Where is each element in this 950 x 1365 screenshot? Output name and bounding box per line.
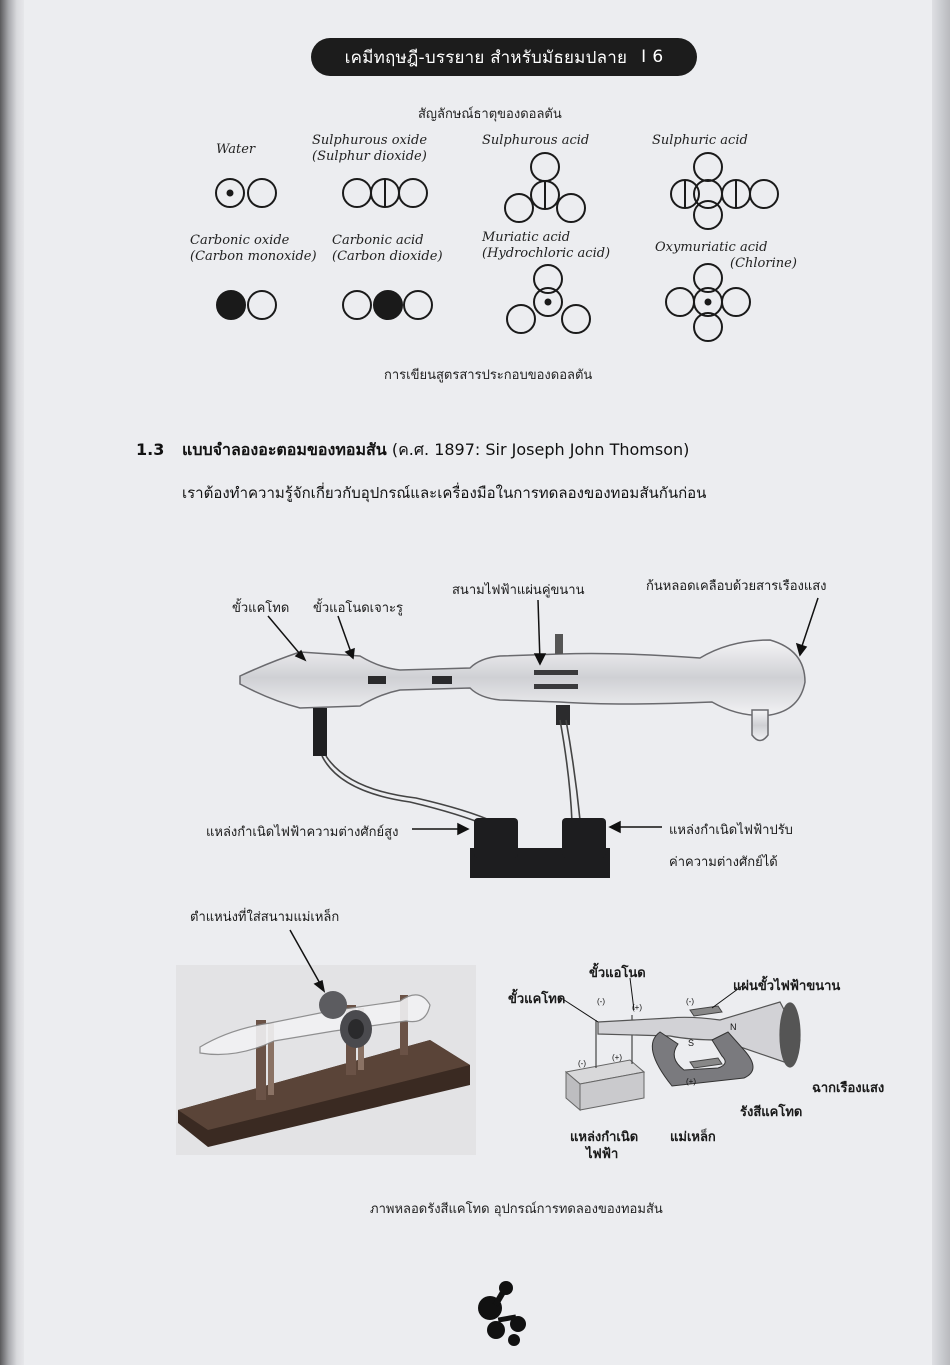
diagram-label-anode: ขั้วแอโนด	[589, 966, 646, 981]
section-subtitle: (ค.ศ. 1897: Sir Joseph John Thomson)	[391, 440, 690, 459]
dalton-caption-bottom: การเขียนสูตรสารประกอบของดอลตัน	[384, 368, 593, 383]
molecule-label-sulphurous-oxide: Sulphurous oxide(Sulphur dioxide)	[312, 133, 428, 164]
diagram-plates	[689, 1005, 723, 1069]
diagram-label-magnet: แม่เหล็ก	[670, 1130, 716, 1145]
diagram-label-cathode-ray: รังสีแคโทด	[740, 1105, 803, 1120]
section-title: แบบจำลองอะตอมของทอมสัน	[182, 440, 387, 459]
label-arrows	[267, 597, 819, 836]
magnet-south-letter: S	[688, 1038, 694, 1048]
molecule-label-carbonic-oxide: Carbonic oxide(Carbon monoxide)	[190, 233, 317, 264]
label-parallel-plates: สนามไฟฟ้าแผ่นคู่ขนาน	[452, 583, 585, 598]
label-high-voltage-source: แหล่งกำเนิดไฟฟ้าความต่างศักย์สูง	[206, 825, 399, 840]
label-cathode: ขั้วแคโทด	[232, 601, 290, 616]
section-number: 1.3	[136, 440, 165, 459]
page-edge	[932, 0, 950, 1365]
plate-plus-sign: (+)	[686, 1077, 696, 1086]
molecule-label-carbonic-acid: Carbonic acid(Carbon dioxide)	[332, 233, 443, 264]
diagram-label-cathode: ขั้วแคโทด	[508, 992, 566, 1007]
molecule-label-water: Water	[216, 142, 256, 157]
diagram-label-parallel-plate: แผ่นขั้วไฟฟ้าขนาน	[733, 979, 841, 994]
plate-minus-sign: (-)	[686, 997, 694, 1006]
diagram-label-source-line2: ไฟฟ้า	[586, 1147, 619, 1162]
thomson-apparatus-photo	[176, 929, 476, 1155]
tube-internals	[313, 634, 578, 756]
oxymuriatic-acid-symbol	[665, 263, 751, 342]
dalton-caption-top: สัญลักษณ์ธาตุของดอลตัน	[418, 107, 562, 122]
cathode-minus-sign: (-)	[597, 997, 605, 1006]
sulphurous-acid-symbol	[504, 152, 586, 223]
diagram-label-screen: ฉากเรืองแสง	[812, 1081, 885, 1096]
tube-wires	[321, 719, 581, 827]
molecule-logo-icon	[478, 1281, 526, 1346]
label-magnet-position: ตำแหน่งที่ใส่สนามแม่เหล็ก	[190, 910, 340, 925]
diagram-battery	[564, 1059, 646, 1112]
magnet-arrow	[289, 929, 326, 993]
photo-magnets	[319, 991, 372, 1048]
cathode-ray-tube-diagram: N S (-) (+) (-) (+) (-) (+)	[557, 977, 801, 1112]
header-separator: I	[641, 47, 647, 67]
book-spine	[0, 0, 24, 1365]
molecule-label-sulphuric-acid: Sulphuric acid	[652, 133, 748, 148]
section-heading: 1.3 แบบจำลองอะตอมของทอมสัน (ค.ศ. 1897: Si…	[136, 438, 689, 463]
header-title: เคมีทฤษฎี-บรรยาย สำหรับมัธยมปลาย	[344, 47, 628, 68]
sulphurous-oxide-symbol	[342, 178, 428, 208]
label-perforated-anode: ขั้วแอโนดเจาะรู	[313, 601, 404, 616]
wooden-base	[178, 1040, 470, 1147]
glass-tube	[239, 639, 806, 742]
bottom-figure-caption: ภาพหลอดรังสีแคโทด อุปกรณ์การทดลองของทอมส…	[370, 1202, 663, 1217]
sulphuric-acid-symbol	[670, 152, 779, 230]
page-number: 6	[652, 47, 664, 67]
cathode-ray-tube-apparatus	[239, 597, 819, 878]
battery-plus-sign: (+)	[612, 1053, 622, 1062]
carbonic-acid-symbol	[342, 290, 433, 320]
carbonic-oxide-symbol	[216, 290, 277, 320]
magnet-north-letter: N	[730, 1022, 737, 1032]
label-adjustable-source-line1: แหล่งกำเนิดไฟฟ้าปรับ	[669, 823, 793, 838]
battery-minus-sign: (-)	[578, 1059, 586, 1068]
diagram-magnet	[651, 1031, 754, 1087]
power-supplies	[470, 818, 610, 878]
diagram-leader-lines	[557, 977, 743, 1023]
section-body-text: เราต้องทำความรู้จักเกี่ยวกับอุปกรณ์และเค…	[182, 484, 707, 502]
diagram-tube	[597, 1001, 801, 1068]
molecule-label-muriatic-acid: Muriatic acid(Hydrochloric acid)	[482, 230, 611, 261]
anode-plus-sign: (+)	[632, 1003, 642, 1012]
water-symbol	[215, 178, 277, 208]
label-fluorescent-screen: ก้นหลอดเคลือบด้วยสารเรืองแสง	[646, 579, 827, 594]
molecule-label-sulphurous-acid: Sulphurous acid	[482, 133, 590, 148]
photo-glass-tube	[199, 994, 431, 1056]
page-header: เคมีทฤษฎี-บรรยาย สำหรับมัธยมปลาย I 6	[311, 38, 697, 76]
muriatic-acid-symbol	[506, 264, 591, 334]
diagram-label-source-line1: แหล่งกำเนิด	[570, 1130, 639, 1145]
dalton-symbols	[215, 152, 779, 342]
molecule-label-oxymuriatic-acid: Oxymuriatic acid(Chlorine)	[655, 240, 797, 271]
label-adjustable-source-line2: ค่าความต่างศักย์ได้	[669, 855, 778, 870]
